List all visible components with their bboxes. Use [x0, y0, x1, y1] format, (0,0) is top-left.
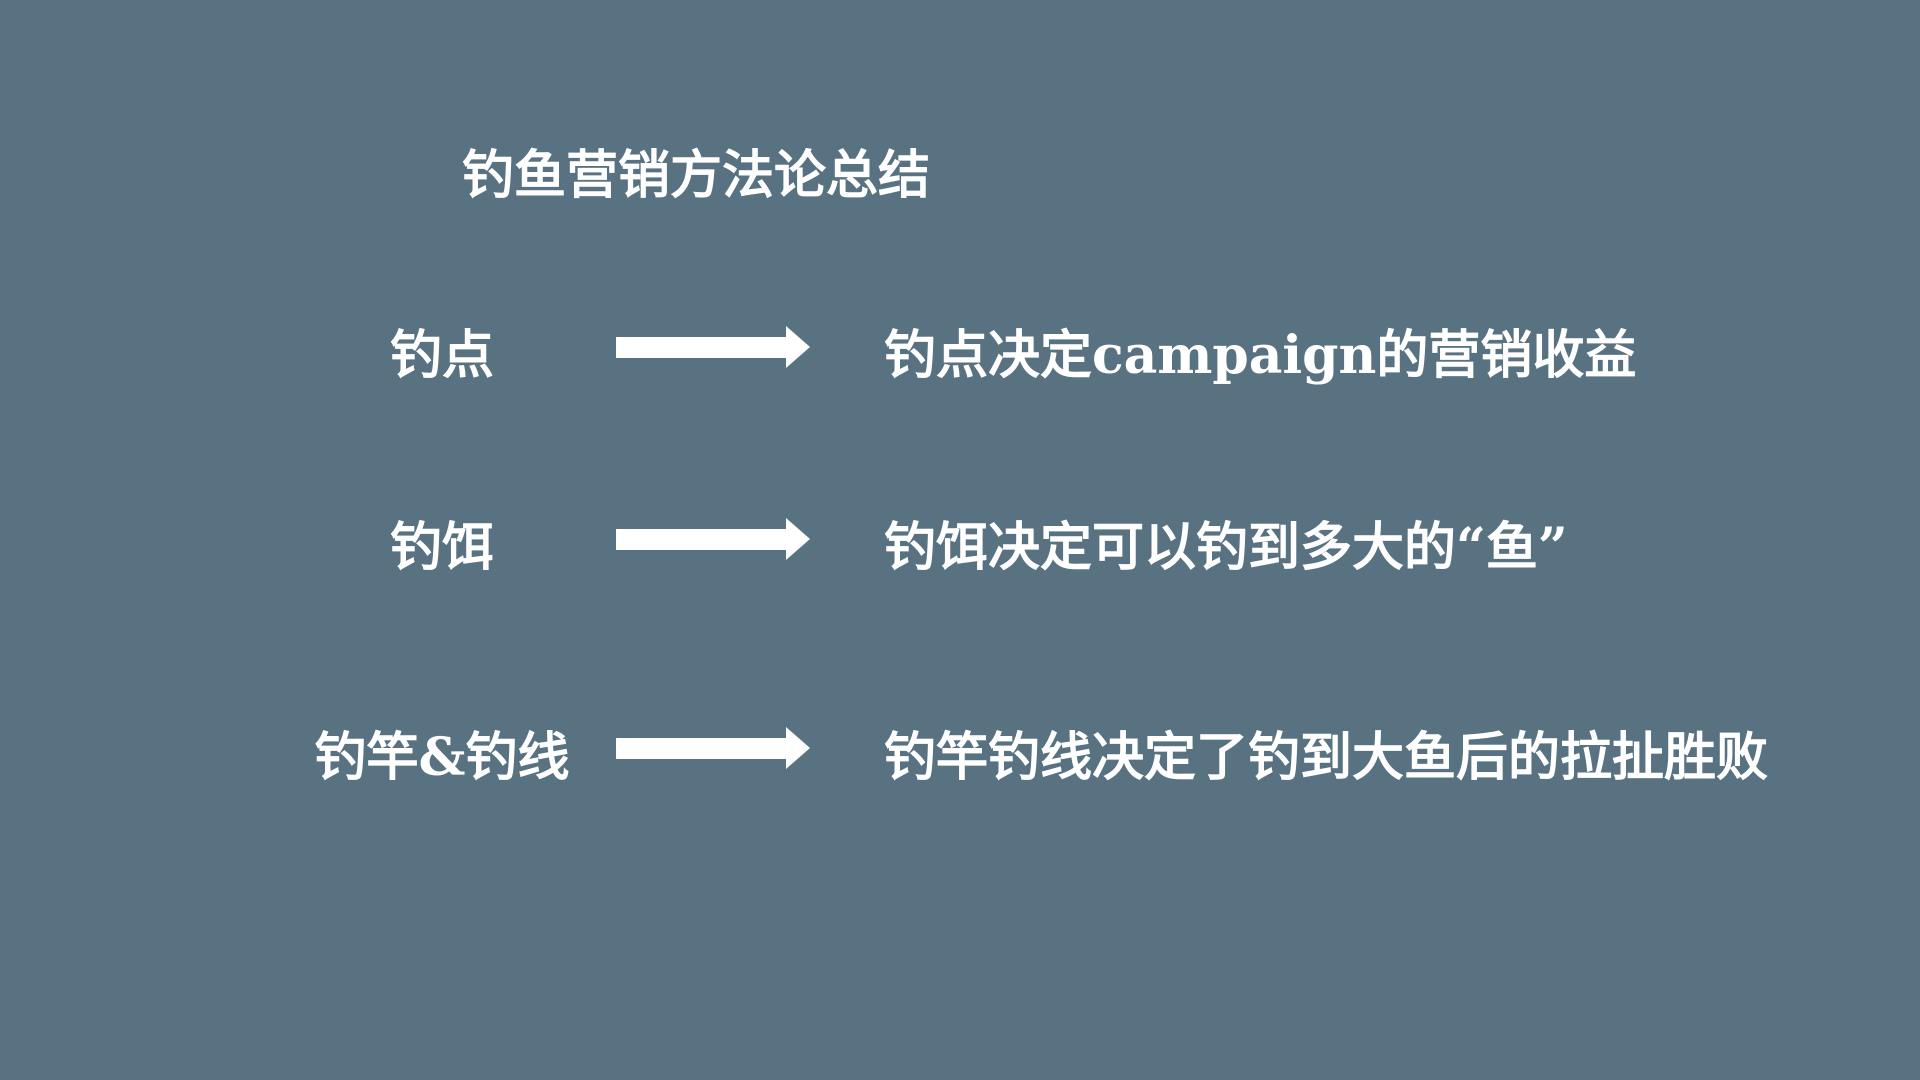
row-label-bait: 钓饵: [389, 517, 494, 578]
arrow-right-icon: [616, 326, 810, 368]
row-description-fishing-spot: 钓点决定campaign的营销收益: [884, 325, 1637, 386]
row-description-rod-and-line: 钓竿钓线决定了钓到大鱼后的拉扯胜败: [884, 727, 1769, 788]
arrow-right-icon: [616, 518, 810, 560]
row-description-bait: 钓饵决定可以钓到多大的“鱼”: [884, 517, 1568, 578]
row-label-fishing-spot: 钓点: [389, 325, 494, 386]
row-label-rod-and-line: 钓竿&钓线: [314, 727, 570, 788]
slide-title: 钓鱼营销方法论总结: [462, 145, 931, 206]
arrow-right-icon: [616, 727, 810, 769]
